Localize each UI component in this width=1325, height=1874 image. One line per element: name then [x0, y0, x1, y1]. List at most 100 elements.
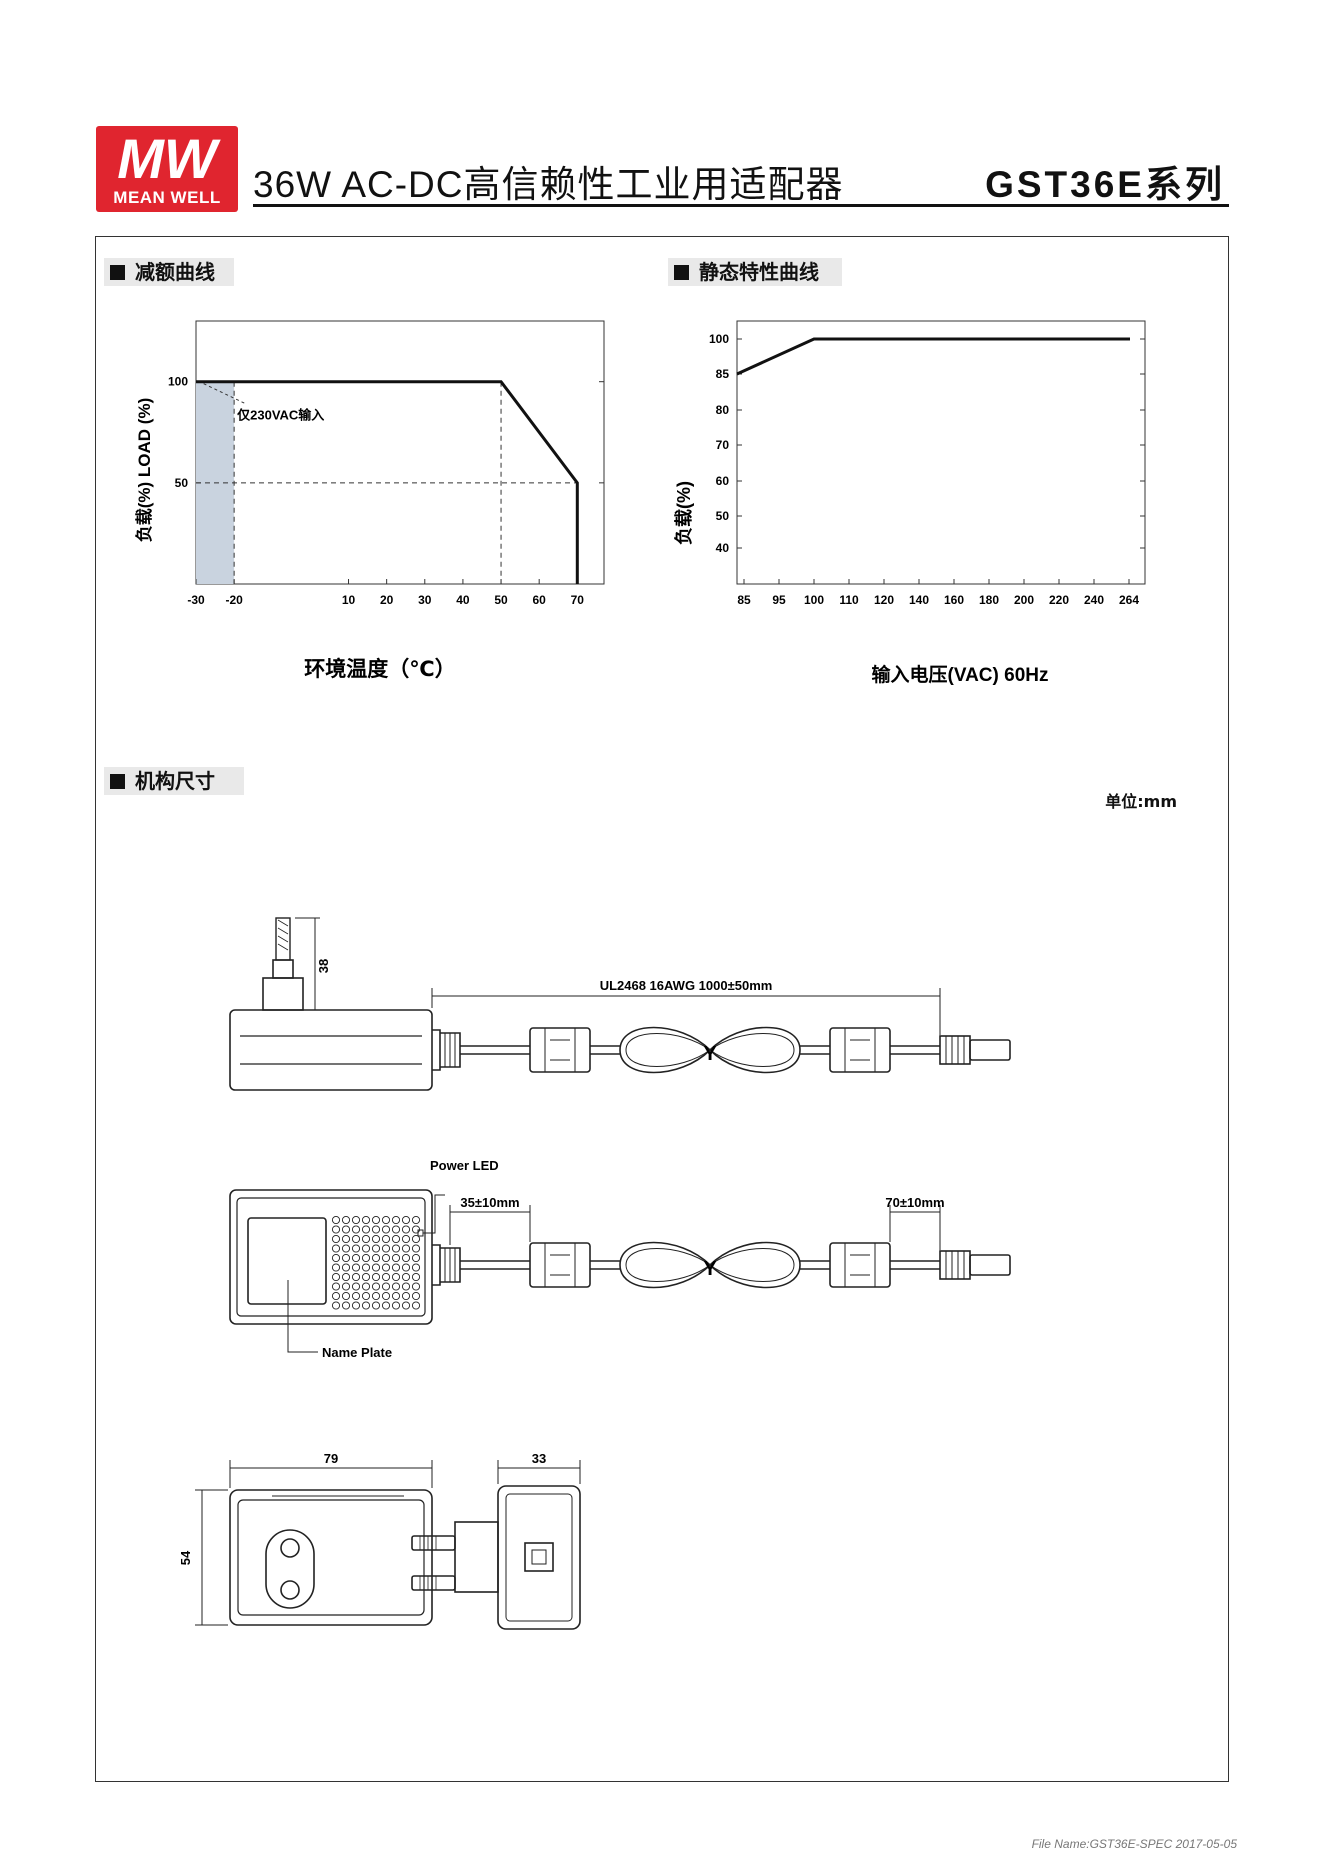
x-tick-label: 20 — [380, 593, 394, 607]
vent-hole-icon — [401, 1215, 411, 1225]
y-axis-label: 负载(%) — [673, 481, 694, 545]
vent-hole-icon — [391, 1301, 401, 1310]
x-tick-label: 70 — [571, 593, 585, 607]
vent-hole-icon — [361, 1282, 371, 1291]
vent-hole-icon — [341, 1215, 351, 1225]
document-title: 36W AC-DC高信赖性工业用适配器 — [253, 164, 844, 205]
section-title-static: 静态特性曲线 — [668, 258, 842, 286]
vent-hole-icon — [361, 1253, 371, 1263]
vent-hole-icon — [391, 1263, 401, 1272]
vent-hole-icon — [411, 1215, 421, 1225]
y-tick-label: 50 — [175, 476, 189, 490]
mw-logo-icon: MW — [117, 127, 221, 190]
vent-hole-icon — [371, 1225, 381, 1234]
x-tick-label: 50 — [494, 593, 508, 607]
x-tick-label: 200 — [1014, 593, 1034, 607]
x-tick-label: 160 — [944, 593, 964, 607]
dim-left-core: 35±10mm — [460, 1195, 519, 1210]
side-view — [229, 917, 1011, 1091]
vent-hole-icon — [331, 1263, 341, 1272]
x-tick-label: 100 — [804, 593, 824, 607]
vent-hole-icon — [341, 1291, 351, 1301]
dim-width: 79 — [324, 1451, 338, 1466]
vent-hole-icon — [381, 1234, 391, 1244]
plug-side-view — [411, 1485, 581, 1630]
x-tick-label: 110 — [839, 593, 859, 607]
cable-loop — [619, 1026, 801, 1074]
vent-hole-icon — [401, 1225, 411, 1234]
annotation-leader — [203, 383, 246, 405]
vent-hole-icon — [371, 1263, 381, 1272]
static-series-line — [736, 337, 1130, 376]
vent-hole-icon — [331, 1301, 341, 1310]
vent-hole-icon — [371, 1282, 381, 1291]
vent-hole-icon — [381, 1301, 391, 1310]
vent-hole-icon — [411, 1263, 421, 1272]
vent-hole-icon — [331, 1215, 341, 1225]
vent-hole-icon — [331, 1225, 341, 1234]
dim-right-core: 70±10mm — [885, 1195, 944, 1210]
y-tick-label: 85 — [716, 367, 730, 381]
x-tick-label: 60 — [532, 593, 546, 607]
dim-plug-height: 38 — [316, 959, 331, 973]
dc-plug-grip — [939, 1035, 971, 1065]
vent-hole-icon — [341, 1301, 351, 1310]
annotation-text: 仅230VAC输入 — [236, 408, 324, 423]
x-tick-label: 264 — [1119, 593, 1139, 607]
socket-pin-hole-icon — [280, 1538, 300, 1558]
front-view — [229, 1489, 433, 1626]
x-tick-label: 10 — [342, 593, 356, 607]
y-tick-label: 70 — [716, 438, 730, 452]
vent-hole-icon — [341, 1225, 351, 1234]
y-tick-label: 40 — [716, 541, 730, 555]
x-axis-label: 输入电压(VAC) 60Hz — [872, 663, 1049, 686]
vent-hole-icon — [411, 1244, 421, 1253]
power-led-icon — [417, 1229, 424, 1237]
y-tick-label: 100 — [168, 375, 188, 389]
front-dimensions — [195, 1460, 433, 1626]
led-window — [524, 1542, 554, 1572]
top-view — [229, 1189, 1011, 1325]
x-tick-label: 40 — [456, 593, 470, 607]
dim-cable-length: UL2468 16AWG 1000±50mm — [600, 978, 773, 993]
plug-pin-lower — [411, 1575, 456, 1591]
vent-hole-icon — [341, 1272, 351, 1282]
vent-hole-icon — [341, 1282, 351, 1291]
vent-hole-icon — [361, 1244, 371, 1253]
vent-hole-icon — [391, 1234, 401, 1244]
led-leader — [423, 1194, 445, 1234]
ferrite-core-left — [529, 1027, 591, 1073]
bullet-square-icon — [110, 265, 125, 280]
dc-plug-barrel — [969, 1039, 1011, 1061]
vent-hole-icon — [401, 1301, 411, 1310]
vent-hole-icon — [351, 1234, 361, 1244]
vent-hole-icon — [341, 1244, 351, 1253]
vent-hole-icon — [391, 1291, 401, 1301]
vent-hole-icon — [391, 1253, 401, 1263]
vent-hole-icon — [411, 1253, 421, 1263]
vent-hole-icon — [331, 1282, 341, 1291]
plot-frame — [736, 320, 1146, 585]
plug-body — [262, 977, 304, 1011]
bullet-square-icon — [110, 774, 125, 789]
x-tick-label: 85 — [737, 593, 751, 607]
vent-hole-icon — [371, 1291, 381, 1301]
vent-hole-icon — [371, 1253, 381, 1263]
vent-hole-icon — [371, 1215, 381, 1225]
vent-hole-icon — [391, 1244, 401, 1253]
vent-hole-icon — [381, 1215, 391, 1225]
vent-hole-icon — [411, 1301, 421, 1310]
vent-hole-icon — [371, 1244, 381, 1253]
vent-hole-icon — [361, 1234, 371, 1244]
vent-hole-icon — [341, 1263, 351, 1272]
vent-hole-icon — [381, 1244, 391, 1253]
vent-hole-icon — [381, 1291, 391, 1301]
vent-hole-icon — [391, 1282, 401, 1291]
adapter-depth-body — [497, 1485, 581, 1630]
vent-hole-icon — [361, 1272, 371, 1282]
adapter-body-side — [229, 1009, 433, 1091]
bullet-square-icon — [674, 265, 689, 280]
nameplate-leader — [287, 1280, 318, 1353]
top-dimensions — [287, 1194, 941, 1353]
